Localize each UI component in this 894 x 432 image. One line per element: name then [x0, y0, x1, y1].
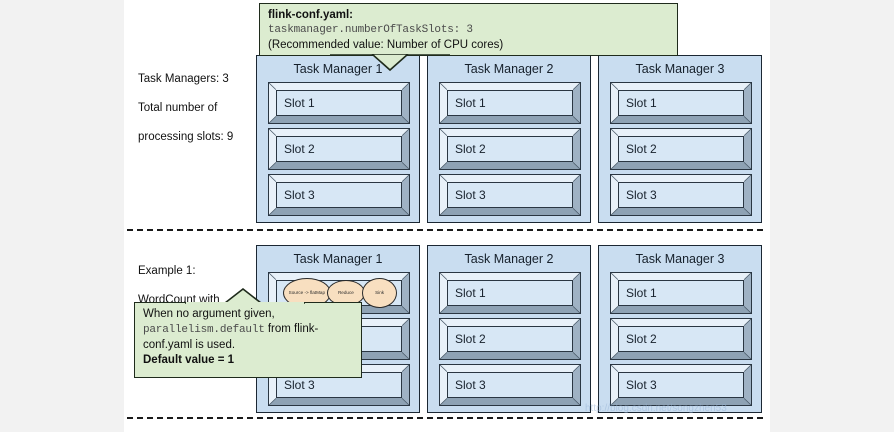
- row-label-line: processing slots: 9: [138, 130, 234, 143]
- row-label-line: Example 1:: [138, 264, 196, 277]
- slot-box[interactable]: Slot 3: [439, 174, 581, 216]
- callout-line-4: Default value = 1: [143, 354, 235, 366]
- taskmanager-box[interactable]: Task Manager 1 Slot 1 Slot 2 Slot 3: [256, 55, 420, 223]
- slot-box[interactable]: Slot 3: [610, 364, 752, 406]
- slot-box[interactable]: Slot 2: [610, 128, 752, 170]
- callout-flink-conf: flink-conf.yaml: taskmanager.numberOfTas…: [259, 3, 678, 56]
- watermark-text: http://blog.csdn.net/songzhen53: [585, 403, 727, 414]
- slot-label: Slot 2: [455, 332, 486, 346]
- slot-box[interactable]: Slot 1: [268, 82, 410, 124]
- slot-label: Slot 3: [626, 188, 657, 202]
- row-label-overview: Task Managers: 3 Total number of process…: [138, 57, 233, 159]
- taskmanager-box[interactable]: Task Manager 3 Slot 1 Slot 2 Slot 3: [598, 245, 762, 413]
- slot-label: Slot 1: [284, 96, 315, 110]
- slot-box[interactable]: Slot 2: [439, 318, 581, 360]
- callout-line-2-tail: from flink-: [264, 323, 319, 335]
- slot-label: Slot 2: [626, 332, 657, 346]
- slot-label: Slot 2: [455, 142, 486, 156]
- slot-label: Slot 3: [284, 378, 315, 392]
- taskmanager-box[interactable]: Task Manager 2 Slot 1 Slot 2 Slot 3: [427, 55, 591, 223]
- slot-label: Slot 3: [455, 378, 486, 392]
- slot-label: Slot 3: [455, 188, 486, 202]
- divider-bottom: [127, 417, 763, 419]
- callout-line-1: When no argument given,: [143, 308, 275, 320]
- callout-config-key: taskmanager.numberOfTaskSlots: 3: [268, 24, 473, 36]
- divider-top: [127, 229, 763, 231]
- slot-box[interactable]: Slot 2: [610, 318, 752, 360]
- slot-label: Slot 1: [626, 286, 657, 300]
- slot-box[interactable]: Slot 1: [439, 82, 581, 124]
- row-label-line: Total number of: [138, 101, 218, 114]
- slot-box[interactable]: Slot 1: [610, 272, 752, 314]
- taskmanager-title: Task Manager 3: [635, 252, 725, 266]
- slot-label: Slot 2: [284, 142, 315, 156]
- taskmanager-box[interactable]: Task Manager 3 Slot 1 Slot 2 Slot 3: [598, 55, 762, 223]
- slot-box[interactable]: Slot 3: [610, 174, 752, 216]
- callout-title: flink-conf.yaml:: [268, 9, 353, 21]
- slot-box[interactable]: Slot 1: [610, 82, 752, 124]
- callout-line-2: parallelism.default from flink-: [143, 322, 353, 338]
- callout-parallelism: When no argument given, parallelism.defa…: [134, 302, 362, 378]
- taskmanager-title: Task Manager 1: [293, 62, 383, 76]
- callout-note: (Recommended value: Number of CPU cores): [268, 39, 504, 51]
- slot-label: Slot 3: [284, 188, 315, 202]
- slot-box[interactable]: Slot 1: [439, 272, 581, 314]
- slot-box[interactable]: Slot 2: [268, 128, 410, 170]
- callout-config-key: parallelism.default: [143, 324, 265, 336]
- taskmanager-title: Task Manager 2: [464, 252, 554, 266]
- slot-label: Slot 1: [455, 286, 486, 300]
- taskmanager-title: Task Manager 3: [635, 62, 725, 76]
- taskmanager-title: Task Manager 1: [293, 252, 383, 266]
- taskmanager-title: Task Manager 2: [464, 62, 554, 76]
- slot-label: Slot 3: [626, 378, 657, 392]
- slot-label: Slot 2: [626, 142, 657, 156]
- row-label-line: Task Managers: 3: [138, 72, 229, 85]
- callout-line-3: conf.yaml is used.: [143, 339, 236, 351]
- slot-label: Slot 1: [455, 96, 486, 110]
- slot-label: Slot 1: [626, 96, 657, 110]
- slot-box[interactable]: Slot 2: [439, 128, 581, 170]
- task-oval[interactable]: Sink: [362, 278, 398, 308]
- slot-box[interactable]: Slot 3: [439, 364, 581, 406]
- taskmanager-box[interactable]: Task Manager 2 Slot 1 Slot 2 Slot 3: [427, 245, 591, 413]
- slot-box[interactable]: Slot 3: [268, 174, 410, 216]
